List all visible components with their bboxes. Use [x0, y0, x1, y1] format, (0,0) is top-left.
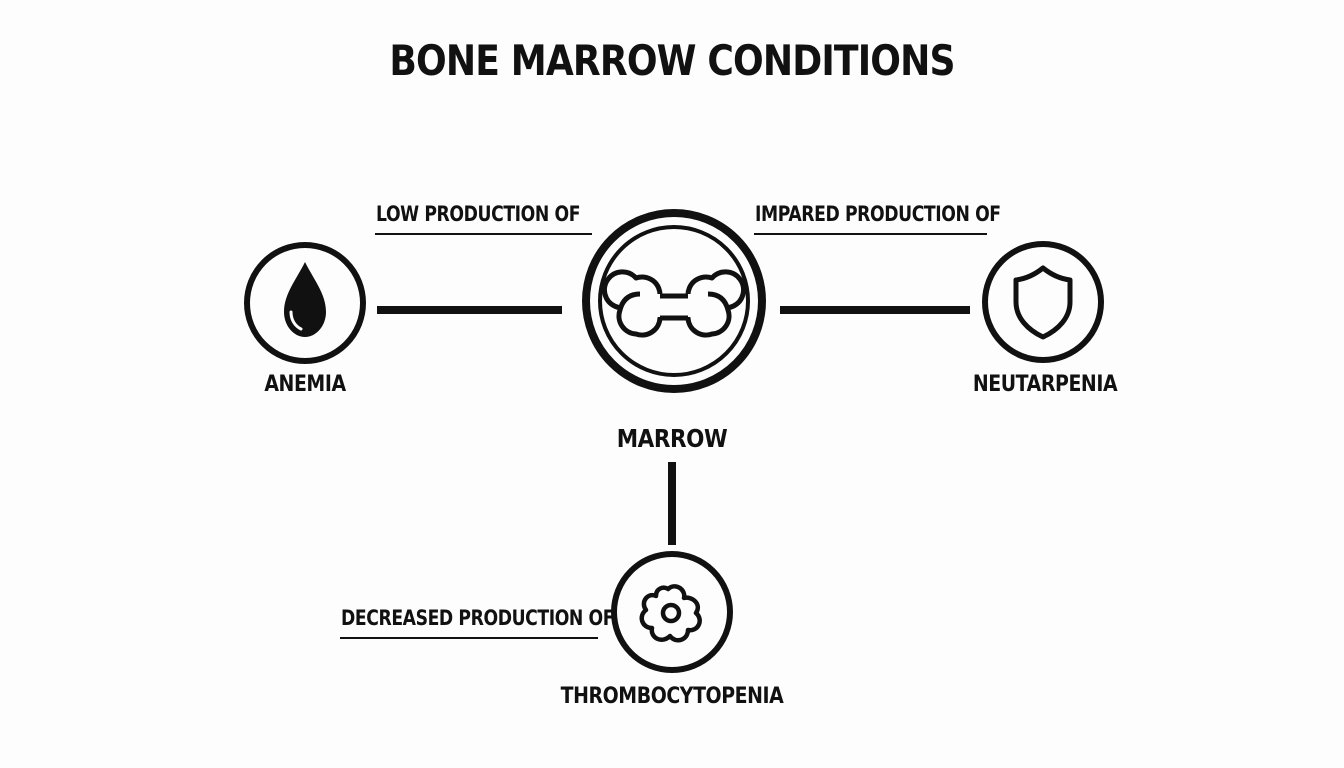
anemia-node — [244, 242, 366, 364]
shield-icon — [1013, 265, 1073, 340]
annotation-low-production: LOW PRODUCTION OF — [376, 202, 581, 226]
bone-icon — [602, 269, 746, 338]
label-neutarpenia: NEUTARPENIA — [972, 372, 1118, 397]
thrombocytopenia-node — [611, 551, 733, 673]
annotation-decreased-production: DECREASED PRODUCTION OF — [341, 606, 615, 630]
diagram-title: BONE MARROW CONDITIONS — [389, 36, 955, 85]
platelet-icon — [639, 584, 702, 643]
neutarpenia-node — [982, 241, 1104, 363]
marrow-node — [582, 209, 766, 393]
label-anemia: ANEMIA — [264, 372, 346, 397]
annotation-impared-production: IMPARED PRODUCTION OF — [755, 202, 1001, 226]
label-marrow: MARROW — [616, 424, 728, 453]
blood-drop-icon — [284, 262, 326, 337]
label-thrombocytopenia: THROMBOCYTOPENIA — [560, 684, 784, 709]
